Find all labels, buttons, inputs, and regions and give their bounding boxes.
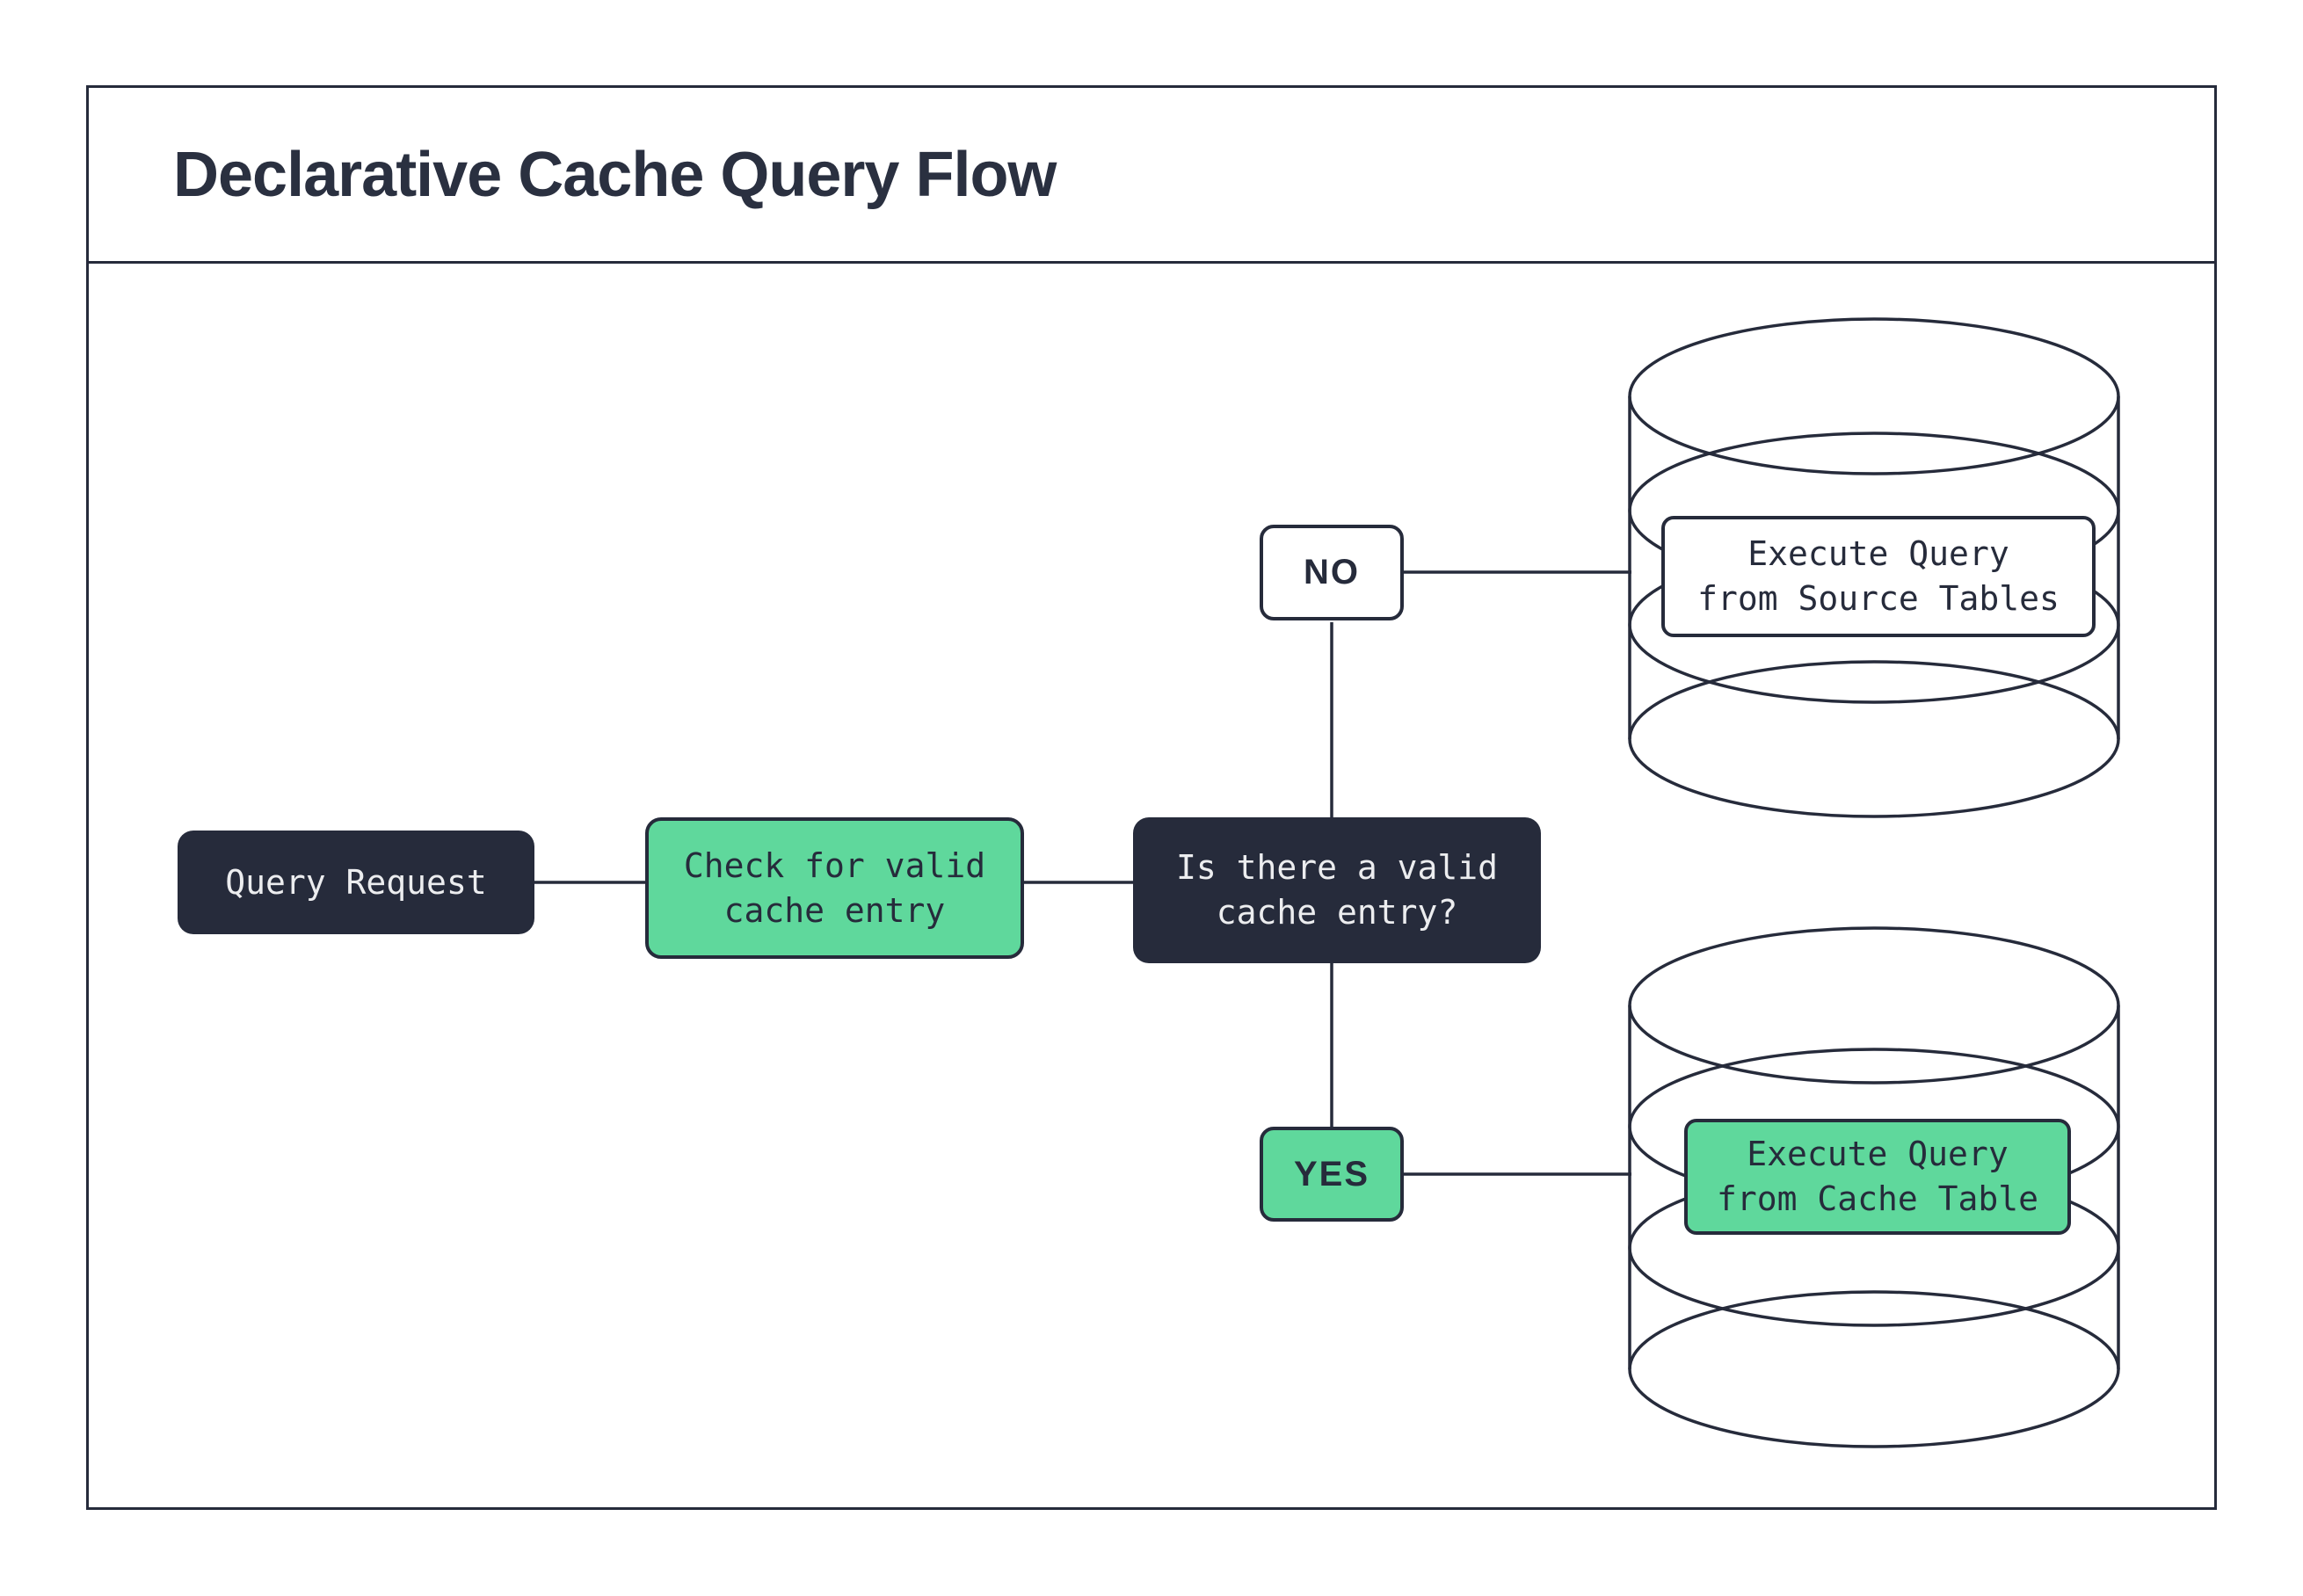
diagram-header: Declarative Cache Query Flow (89, 88, 2214, 264)
yes-branch-node: YES (1260, 1127, 1404, 1222)
check-cache-node: Check for valid cache entry (645, 817, 1024, 959)
execute-cache-table-node: Execute Query from Cache Table (1684, 1119, 2071, 1235)
no-branch-node: NO (1260, 525, 1404, 620)
check-cache-label-line1: Check for valid (683, 845, 986, 885)
yes-branch-label: YES (1293, 1154, 1370, 1193)
cache-decision-label-line1: Is there a valid (1175, 848, 1499, 887)
check-cache-label-line2: cache entry (723, 890, 946, 930)
no-branch-label: NO (1304, 553, 1360, 591)
query-request-node: Query Request (178, 831, 534, 934)
execute-source-label-line2: from Source Tables (1697, 579, 2060, 618)
cache-decision-label-line2: cache entry? (1216, 893, 1458, 932)
execute-source-tables-node: Execute Query from Source Tables (1661, 516, 2096, 637)
execute-source-label-line1: Execute Query (1747, 534, 2009, 573)
execute-cache-label-line2: from Cache Table (1716, 1179, 2039, 1218)
query-request-label: Query Request (225, 862, 487, 902)
diagram-title: Declarative Cache Query Flow (173, 139, 1057, 210)
cache-decision-node: Is there a valid cache entry? (1133, 817, 1541, 963)
diagram-frame: Declarative Cache Query Flow (86, 85, 2217, 1510)
execute-cache-label-line1: Execute Query (1747, 1135, 2009, 1173)
